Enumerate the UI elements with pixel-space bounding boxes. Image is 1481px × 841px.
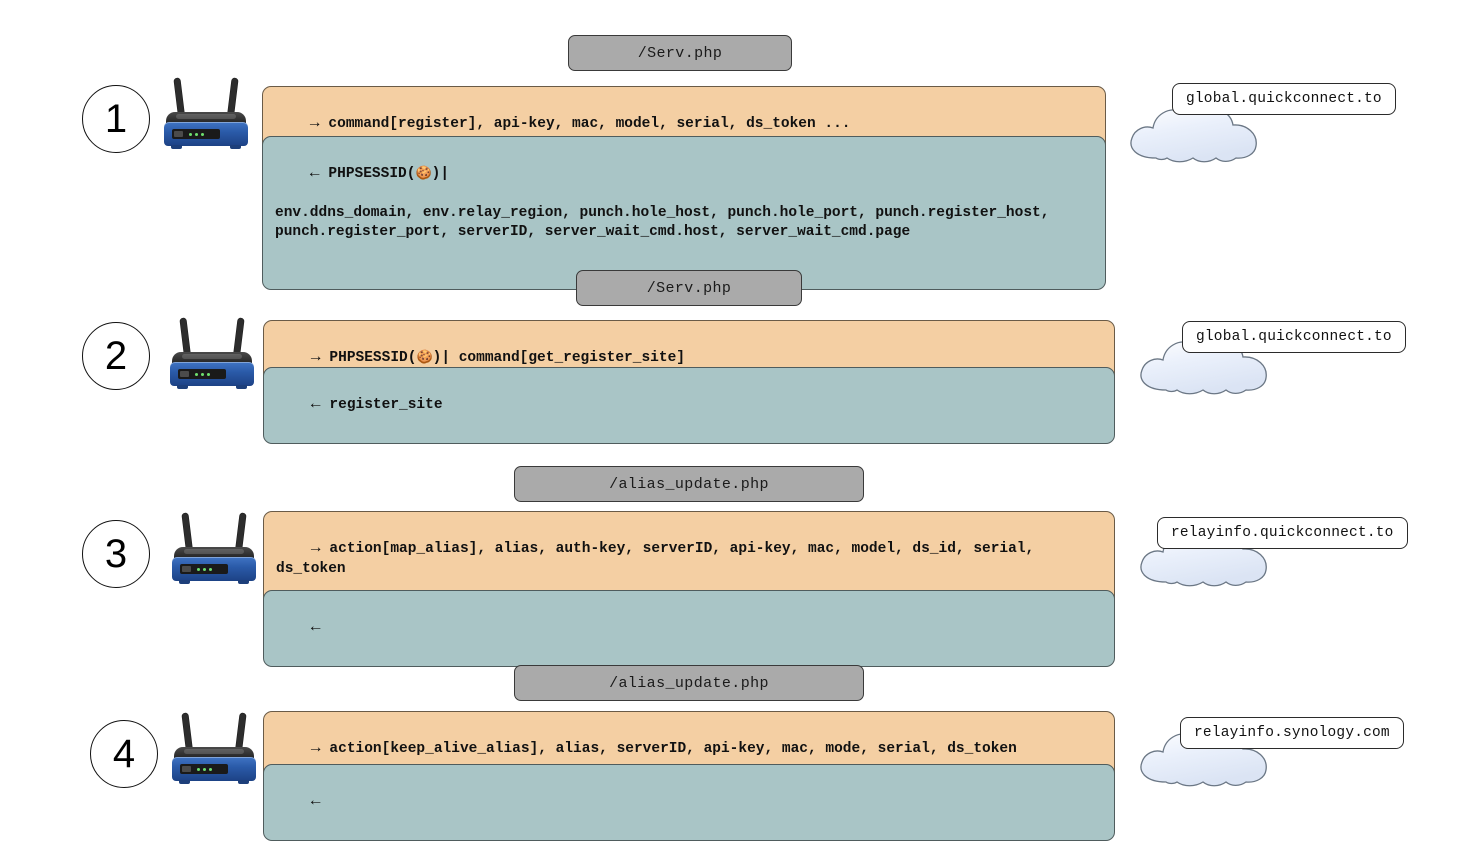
response-message-2: ← register_site (263, 367, 1115, 444)
response-message-1: ← PHPSESSID(🍪)| env.ddns_domain, env.rela… (262, 136, 1106, 290)
cloud-domain-label-4: relayinfo.synology.com (1180, 717, 1404, 749)
cloud-domain-label-1: global.quickconnect.to (1172, 83, 1396, 115)
endpoint-label-3: /alias_update.php (514, 466, 864, 502)
response-arrow-icon-1: ← (309, 164, 320, 183)
request-arrow-icon-3: → (310, 539, 321, 558)
flow-step-4: 4 /alias_update.php → action[keep_alive_a… (0, 645, 1481, 841)
flow-step-2: 2 /Serv.php → PHPSESSID(🍪)| command[get_r… (0, 250, 1481, 444)
request-arrow-icon-1: → (309, 114, 320, 133)
request-arrow-icon-2: → (310, 348, 321, 367)
response-text-2: register_site (329, 397, 443, 414)
step-number-4: 4 (90, 720, 158, 788)
router-led-3-icon (201, 133, 204, 136)
response-message-4: ← (263, 764, 1115, 841)
request-text-2: )| command[get_register_site] (432, 350, 685, 367)
endpoint-label-2: /Serv.php (576, 270, 802, 306)
step-number-1: 1 (82, 85, 150, 153)
request-text-4: action[keep_alive_alias], alias, serverI… (329, 741, 1017, 758)
router-led-3-icon (209, 768, 212, 771)
response-params-1: env.ddns_domain, env.relay_region, punch… (275, 204, 1059, 241)
router-display (174, 131, 183, 137)
step-number-2: 2 (82, 322, 150, 390)
router-led-1-icon (195, 373, 198, 376)
cookie-icon-1: 🍪 (415, 166, 432, 182)
router-led-1-icon (189, 133, 192, 136)
router-foot-left (179, 780, 190, 784)
router-foot-left (179, 580, 190, 584)
router-led-3-icon (207, 373, 210, 376)
flow-step-3: 3 /alias_update.php →action[map_alias], … (0, 445, 1481, 667)
cloud-domain-label-2: global.quickconnect.to (1182, 321, 1406, 353)
request-arrow-icon-4: → (310, 739, 321, 758)
router-led-3-icon (209, 568, 212, 571)
router-icon-1 (162, 77, 250, 150)
router-foot-right (230, 145, 241, 149)
response-arrow-icon-4: ← (310, 792, 321, 811)
router-led-2-icon (195, 133, 198, 136)
router-led-2-icon (201, 373, 204, 376)
router-icon-3 (170, 512, 258, 585)
router-led-2-icon (203, 568, 206, 571)
router-foot-left (171, 145, 182, 149)
response-session-prefix-1: PHPSESSID( (328, 166, 416, 183)
request-session-prefix-2: PHPSESSID( (329, 350, 417, 367)
request-text-3: action[map_alias], alias, auth-key, serv… (276, 541, 1043, 577)
router-led-2-icon (203, 768, 206, 771)
router-led-1-icon (197, 568, 200, 571)
cloud-icon-1 (1126, 104, 1266, 166)
router-foot-right (236, 385, 247, 389)
endpoint-label-4: /alias_update.php (514, 665, 864, 701)
response-arrow-icon-2: ← (310, 395, 321, 414)
request-text-1: command[register], api-key, mac, model, … (328, 116, 851, 133)
router-icon-2 (168, 317, 256, 390)
router-display (182, 766, 191, 772)
router-display (180, 371, 189, 377)
response-arrow-icon-3: ← (310, 618, 321, 637)
response-session-suffix-1: )| (431, 166, 450, 183)
flow-step-1: 1 /Serv.php → command[register], api-key,… (0, 0, 1481, 290)
response-message-3: ← (263, 590, 1115, 667)
router-foot-right (238, 780, 249, 784)
router-display (182, 566, 191, 572)
step-number-3: 3 (82, 520, 150, 588)
cookie-icon-2: 🍪 (416, 350, 433, 366)
router-foot-right (238, 580, 249, 584)
router-icon-4 (170, 712, 258, 785)
endpoint-label-1: /Serv.php (568, 35, 792, 71)
router-led-1-icon (197, 768, 200, 771)
router-foot-left (177, 385, 188, 389)
cloud-domain-label-3: relayinfo.quickconnect.to (1157, 517, 1408, 549)
